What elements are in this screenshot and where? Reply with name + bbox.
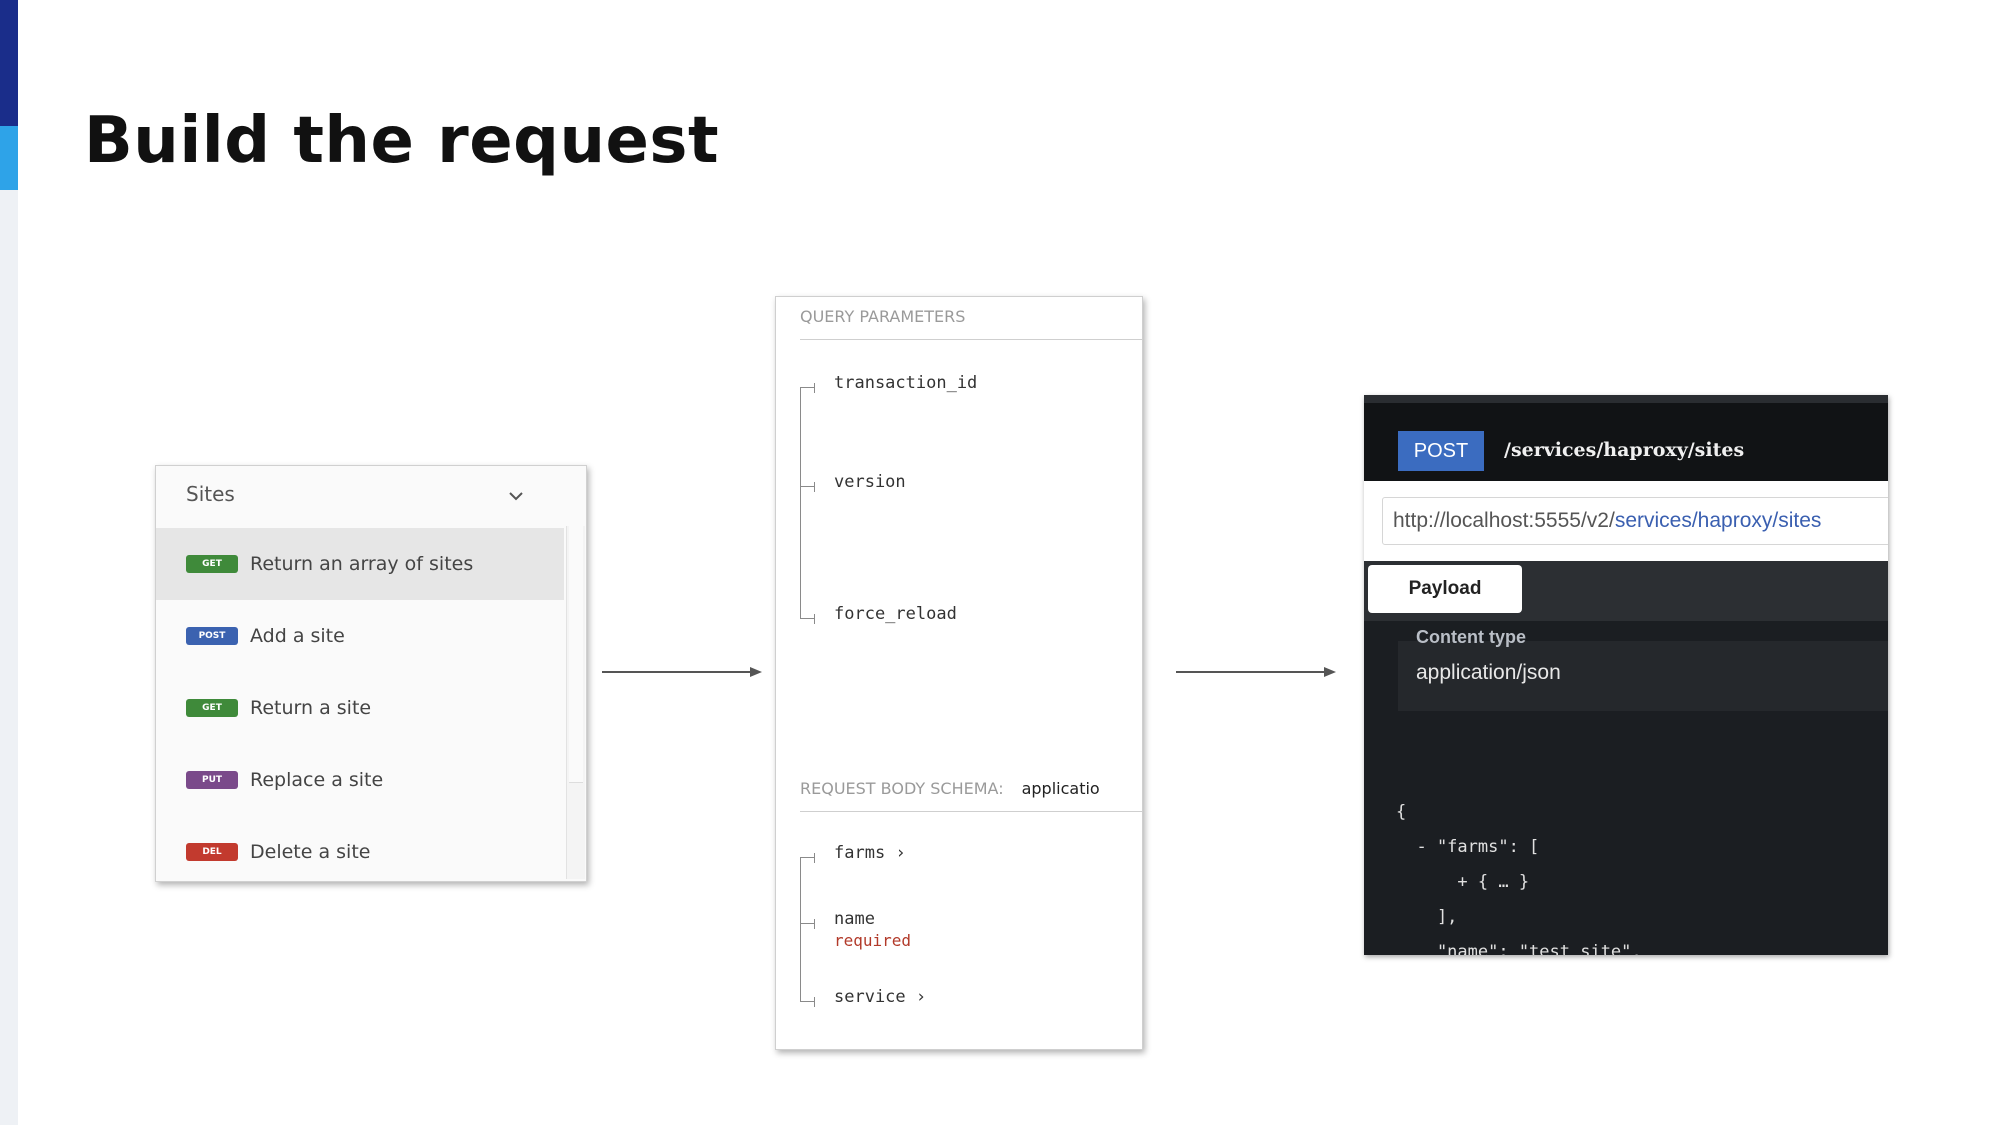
- tree-branch: [800, 486, 814, 487]
- scrollbar[interactable]: [566, 526, 585, 879]
- chevron-right-icon[interactable]: ›: [895, 843, 906, 863]
- tree-branch-cap: [814, 997, 815, 1007]
- tab-payload[interactable]: Payload: [1368, 565, 1522, 613]
- body-field-name: name required: [834, 909, 911, 950]
- tree-branch-cap: [814, 482, 815, 492]
- param-force-reload: force_reload: [834, 604, 957, 624]
- tree-branch-cap: [814, 383, 815, 393]
- body-field-service[interactable]: service ›: [834, 987, 926, 1007]
- content-type-box[interactable]: [1398, 641, 1888, 711]
- code-line: ],: [1396, 907, 1458, 927]
- operation-label: Delete a site: [250, 841, 371, 863]
- query-parameters-title: QUERY PARAMETERS: [800, 307, 966, 326]
- payload-code: { - "farms": [ + { … } ], "name": "test_…: [1396, 795, 1642, 955]
- url-path: services/haproxy/sites: [1614, 509, 1822, 532]
- body-field-farms[interactable]: farms ›: [834, 843, 906, 863]
- field-name: service: [834, 987, 906, 1007]
- operation-item[interactable]: PUT Replace a site: [156, 744, 564, 816]
- tree-branch: [800, 618, 814, 619]
- operation-label: Return an array of sites: [250, 553, 474, 575]
- tree-connector: [800, 387, 801, 619]
- param-transaction-id: transaction_id: [834, 373, 978, 393]
- console-header: POST /services/haproxy/sites: [1364, 395, 1888, 481]
- body-content-type[interactable]: applicatio: [1021, 779, 1100, 798]
- code-line: {: [1396, 802, 1407, 822]
- tree-branch-cap: [814, 614, 815, 624]
- slide-title: Build the request: [84, 104, 720, 178]
- console-tabs: Payload: [1364, 561, 1888, 621]
- tree-branch: [800, 1001, 814, 1002]
- content-type-value: application/json: [1416, 661, 1561, 684]
- request-console: POST /services/haproxy/sites http://loca…: [1364, 395, 1888, 955]
- query-parameters-header: QUERY PARAMETERS: [800, 307, 1142, 340]
- tree-branch: [800, 387, 814, 388]
- operation-item[interactable]: POST Add a site: [156, 600, 564, 672]
- operation-label: Return a site: [250, 697, 372, 719]
- sites-panel: Sites GET Return an array of sites POST …: [155, 465, 587, 882]
- url-base: http://localhost:5555/v2/: [1393, 509, 1615, 532]
- accent-bar-light: [0, 126, 18, 190]
- field-name: name: [834, 909, 875, 929]
- operation-label: Replace a site: [250, 769, 384, 791]
- code-line[interactable]: + { … }: [1396, 872, 1530, 892]
- code-line: "name": "test_site",: [1396, 942, 1642, 955]
- operation-item[interactable]: DEL Delete a site: [156, 816, 564, 888]
- arrow-right-icon: [602, 667, 762, 677]
- tree-connector: [800, 857, 801, 1001]
- operation-label: Add a site: [250, 625, 345, 647]
- content-type-label: Content type: [1416, 627, 1526, 647]
- operations-list: GET Return an array of sites POST Add a …: [156, 528, 564, 888]
- param-version: version: [834, 472, 906, 492]
- method-badge: POST: [186, 627, 238, 645]
- post-method-button[interactable]: POST: [1398, 431, 1484, 471]
- code-line[interactable]: - "farms": [: [1396, 837, 1540, 857]
- arrow-right-icon: [1176, 667, 1336, 677]
- method-badge: PUT: [186, 771, 238, 789]
- operation-item[interactable]: GET Return an array of sites: [156, 528, 564, 600]
- request-body-schema-title: REQUEST BODY SCHEMA:: [800, 779, 1004, 798]
- accent-bar-dark: [0, 0, 18, 126]
- tree-branch: [800, 923, 814, 924]
- sites-header-label: Sites: [186, 482, 235, 506]
- field-name: farms: [834, 843, 886, 863]
- tree-branch-cap: [814, 919, 815, 929]
- method-badge: GET: [186, 555, 238, 573]
- tree-branch: [800, 857, 814, 858]
- url-field[interactable]: http://localhost:5555/v2/services/haprox…: [1382, 497, 1888, 545]
- chevron-right-icon[interactable]: ›: [915, 987, 927, 1007]
- scrollbar-thumb[interactable]: [569, 526, 583, 783]
- parameters-panel: QUERY PARAMETERS transaction_id version …: [775, 296, 1143, 1050]
- slide-accent-bar: [0, 0, 18, 1125]
- required-label: required: [834, 931, 912, 950]
- method-badge: GET: [186, 699, 238, 717]
- method-badge: DEL: [186, 843, 238, 861]
- operation-item[interactable]: GET Return a site: [156, 672, 564, 744]
- chevron-down-icon[interactable]: [506, 486, 526, 506]
- tree-branch-cap: [814, 853, 815, 863]
- endpoint-path: /services/haproxy/sites: [1504, 439, 1745, 461]
- url-area: http://localhost:5555/v2/services/haprox…: [1364, 481, 1888, 561]
- request-body-schema-header: REQUEST BODY SCHEMA: applicatio: [800, 779, 1142, 812]
- sites-dropdown-header[interactable]: Sites: [156, 466, 566, 526]
